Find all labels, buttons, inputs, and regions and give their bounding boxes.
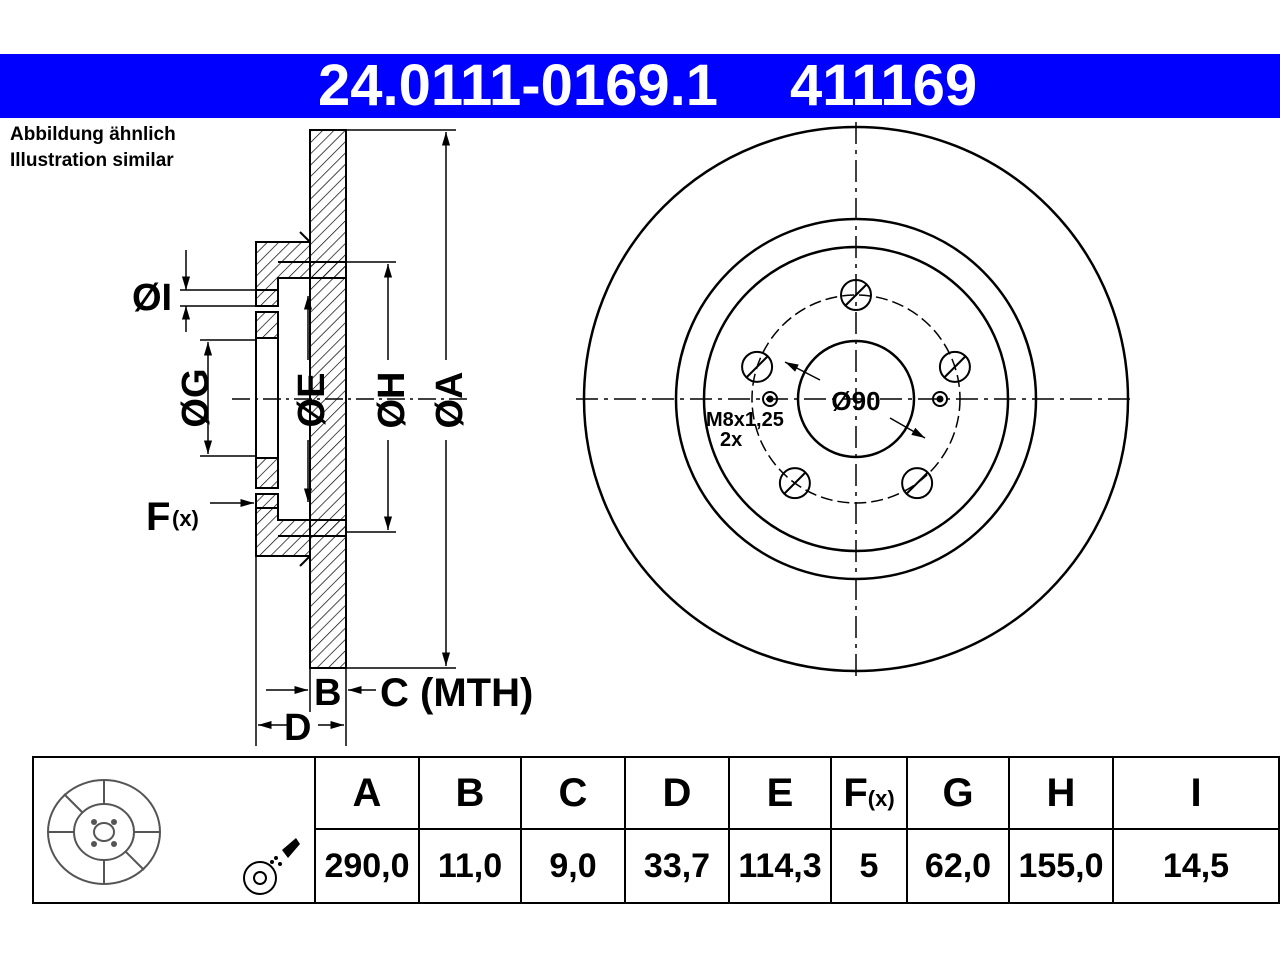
- illustration-note: Abbildung ähnlich Illustration similar: [10, 122, 176, 174]
- label-center-dia: Ø90: [831, 386, 880, 416]
- label-b: B: [314, 672, 341, 714]
- bolt-hole-mark: [944, 356, 966, 378]
- hat-outer-edge: [702, 245, 1010, 553]
- label-f: F: [146, 495, 170, 539]
- label-dia-g: ØG: [175, 368, 217, 427]
- spec-header-label: H: [1046, 770, 1076, 815]
- hub-face-bottom: [255, 493, 279, 509]
- spec-header-cell: H: [1008, 756, 1114, 830]
- reference-number: 411169: [790, 53, 978, 118]
- thread-hole-right: [932, 391, 948, 407]
- spec-header-label: C: [558, 770, 588, 815]
- spec-header-cell: G: [906, 756, 1010, 830]
- section-label-group: ØI ØG ØE ØH ØA F (x) B C (MTH) D: [132, 277, 533, 749]
- bolt-hole: [840, 279, 872, 311]
- label-d: D: [284, 707, 311, 749]
- spec-header-label: B: [455, 770, 485, 815]
- label-f-sub: (x): [172, 506, 199, 531]
- label-dia-h: ØH: [371, 372, 413, 429]
- section-outlines: [255, 231, 311, 567]
- dimension-lines: [180, 129, 456, 746]
- center-dia-arrows: [784, 361, 926, 439]
- spec-value-cell: 11,0: [418, 828, 522, 904]
- bolt-hole: [741, 350, 774, 383]
- center-bore: [796, 339, 916, 459]
- disc-thumbnail-icon: [47, 779, 161, 885]
- hub-face-lower: [255, 457, 279, 489]
- bolt-hole-mark: [784, 472, 806, 494]
- front-view: [576, 122, 1136, 678]
- bolt-hole: [901, 467, 934, 500]
- spec-value-cell: 14,5: [1112, 828, 1280, 904]
- spec-value-cell: 155,0: [1008, 828, 1114, 904]
- spec-value-cell: 114,3: [728, 828, 832, 904]
- hub-face-top: [255, 289, 279, 307]
- spec-value-cell: 62,0: [906, 828, 1010, 904]
- note-english: Illustration similar: [10, 150, 174, 171]
- bolt-hole: [938, 350, 971, 383]
- thread-hole-left: [762, 391, 778, 407]
- spec-header-label: E: [766, 770, 794, 815]
- spec-header-row: A B C D E F(x) G H I: [32, 756, 1280, 904]
- spray-mounting-icon: [236, 832, 306, 902]
- label-dia-a: ØA: [429, 372, 471, 429]
- spec-header-cell: B: [418, 756, 522, 830]
- bolt-hole-mark: [845, 284, 867, 306]
- spec-header-cell: E: [728, 756, 832, 830]
- spec-value-cell: 290,0: [314, 828, 420, 904]
- spec-header-label: I: [1190, 770, 1202, 815]
- front-label-group: Ø90 M8x1,25 2x: [706, 386, 881, 451]
- spec-header-cell: C: [520, 756, 626, 830]
- spec-header-label: D: [662, 770, 692, 815]
- label-thread-count: 2x: [720, 429, 742, 451]
- spec-header-label: G: [942, 770, 974, 815]
- label-dia-i: ØI: [132, 277, 172, 319]
- spec-header-label: A: [352, 770, 382, 815]
- spec-header-cell: I: [1112, 756, 1280, 830]
- disc-outer-edge: [582, 125, 1130, 673]
- spec-value-cell: 5: [830, 828, 908, 904]
- thread-hole-right-dot: [936, 395, 944, 403]
- header-bar: 24.0111-0169.1 411169: [0, 54, 1280, 118]
- spec-header-cell: D: [624, 756, 730, 830]
- bolt-holes: [741, 279, 971, 500]
- spec-header-sublabel: (x): [867, 785, 895, 811]
- hub-face-upper: [255, 311, 279, 339]
- note-german: Abbildung ähnlich: [10, 124, 176, 145]
- product-thumbnail-cell: [32, 756, 316, 904]
- spec-header-label: F: [843, 770, 868, 815]
- thread-holes: [762, 391, 948, 407]
- part-number: 24.0111-0169.1: [318, 53, 718, 118]
- label-c-mth: C (MTH): [380, 671, 533, 715]
- bolt-hole-mark: [746, 356, 768, 378]
- bolt-hole: [778, 467, 811, 500]
- thread-hole-left-dot: [766, 395, 774, 403]
- label-thread: M8x1,25: [706, 409, 784, 431]
- spec-value-cell: 9,0: [520, 828, 626, 904]
- spec-header-cell: F(x): [830, 756, 908, 830]
- bolt-circle: [751, 294, 961, 504]
- friction-inner-edge: [674, 217, 1038, 581]
- label-dia-e: ØE: [291, 373, 333, 428]
- spec-header-cell: A: [314, 756, 420, 830]
- spec-value-cell: 33,7: [624, 828, 730, 904]
- bolt-hole-mark: [906, 472, 928, 494]
